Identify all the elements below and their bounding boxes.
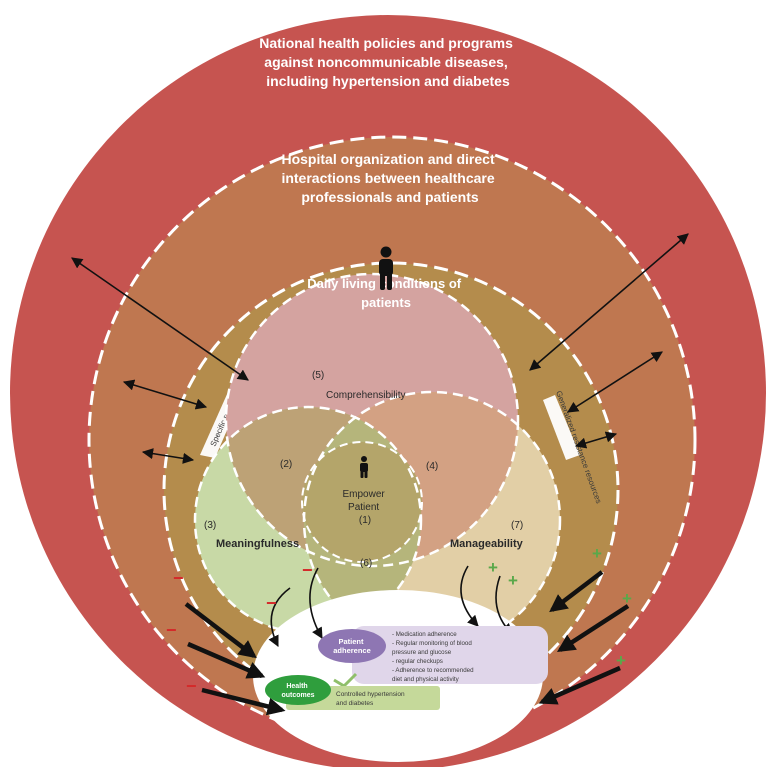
overlap-2-label: (2) (280, 459, 292, 470)
plus-sign-4: + (488, 558, 498, 577)
meaningfulness-label: Meaningfulness (216, 538, 299, 550)
arrow-national-to-comprehensibility (71, 257, 249, 381)
person-icon-small (360, 456, 368, 478)
daily-living-ring-border (162, 261, 620, 719)
arrow-hospital-to-specific-resources (122, 379, 208, 410)
arrow-national-to-generalized-resources (529, 233, 689, 371)
minus-sign-5: − (302, 560, 313, 580)
person-icon (379, 246, 393, 290)
thick-arrow-right-2 (556, 604, 630, 652)
thick-arrow-right-1 (549, 570, 604, 613)
plus-sign-3: + (616, 651, 626, 670)
hospital-title: Hospital organization and direct interac… (281, 151, 498, 205)
overlap-4-label: (4) (426, 461, 438, 472)
empower-patient-label: Empower Patient (1) (342, 489, 387, 526)
empower-patient-circle (302, 442, 422, 562)
thick-arrow-left-3 (201, 687, 286, 716)
arrow-daily-to-specific-resources (141, 448, 195, 464)
patient-adherence-ellipse (318, 629, 386, 663)
manageability-label: Manageability (450, 538, 524, 550)
health-outcomes-title: Health outcomes (281, 683, 314, 699)
minus-sign-1: − (173, 568, 184, 588)
overlap-6-label: (6) (360, 558, 372, 569)
arrow-hospital-to-generalized-resources (567, 351, 663, 413)
curved-arrow-meaningfulness (268, 587, 291, 648)
meaningfulness-number: (3) (204, 520, 216, 531)
patient-adherence-title: Patient adherence (333, 637, 371, 655)
thick-arrow-left-1 (184, 602, 257, 659)
right-resource-gap (543, 395, 580, 460)
comprehensibility-border (224, 272, 520, 568)
national-policy-title: National health policies and programs ag… (259, 35, 517, 89)
minus-signs: − − − − − (166, 560, 313, 696)
interaction-arrows (71, 233, 689, 464)
comprehensibility-label: Comprehensibility (326, 390, 405, 401)
empower-patient-border (301, 441, 423, 563)
adherence-items: - Medication adherence - Regular monitor… (392, 631, 475, 683)
health-outcomes-item: Controlled hypertension and diabetes (336, 691, 406, 707)
plus-sign-5: + (508, 571, 518, 590)
comprehensibility-number: (5) (312, 370, 324, 381)
outcome-arrows (184, 570, 630, 716)
thick-arrow-left-2 (187, 641, 266, 679)
arrow-daily-to-generalized-resources (574, 431, 618, 449)
plus-sign-2: + (622, 589, 632, 608)
curved-arrow-overlap (309, 567, 323, 639)
thick-arrow-right-3 (538, 665, 621, 705)
health-outcomes-ellipse (265, 675, 331, 705)
plus-signs: + + + + + (488, 544, 632, 670)
curved-arrow-manageability-1 (460, 565, 479, 627)
minus-sign-4: − (266, 593, 277, 613)
minus-sign-3: − (186, 676, 197, 696)
minus-sign-2: − (166, 620, 177, 640)
plus-sign-1: + (592, 544, 602, 563)
manageability-number: (7) (511, 520, 523, 531)
adherence-list-box (352, 626, 548, 684)
